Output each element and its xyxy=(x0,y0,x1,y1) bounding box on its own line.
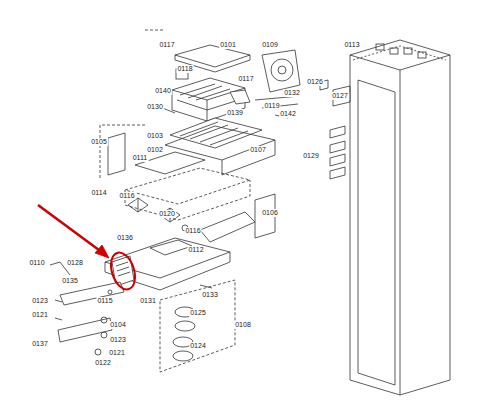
callout-number: 0112 xyxy=(187,246,204,254)
callout-number: 0116 xyxy=(118,192,135,200)
callout-number: 0103 xyxy=(146,132,164,140)
callout-number: 0129 xyxy=(302,152,320,160)
callout-number: 0125 xyxy=(189,309,207,317)
trim-strip xyxy=(58,318,112,342)
callout-number: 0119 xyxy=(263,102,280,110)
callout-number: 0142 xyxy=(279,110,297,118)
callout-number: 0108 xyxy=(234,321,252,329)
callout-number: 0118 xyxy=(176,65,193,73)
callout-number: 0133 xyxy=(201,291,219,299)
bracket xyxy=(108,133,125,175)
callout-number: 0128 xyxy=(66,259,84,267)
callout-number: 0130 xyxy=(146,103,164,111)
callout-number: 0115 xyxy=(96,297,113,305)
callout-number: 0139 xyxy=(226,109,244,117)
callout-number: 0126 xyxy=(306,78,324,86)
callout-number: 0123 xyxy=(109,336,127,344)
callout-number: 0127 xyxy=(331,92,349,100)
callout-number: 0107 xyxy=(249,146,267,154)
callout-number: 0114 xyxy=(90,189,107,197)
callout-number: 0124 xyxy=(189,342,207,350)
callout-number: 0116 xyxy=(184,227,201,235)
floor-panel xyxy=(105,238,230,290)
callout-number: 0122 xyxy=(94,359,112,367)
cabinet xyxy=(350,40,450,395)
callout-number: 0110 xyxy=(28,259,45,267)
arrow-head xyxy=(95,245,109,258)
callout-number: 0102 xyxy=(146,146,164,154)
control-panel xyxy=(60,282,124,305)
callout-number: 0132 xyxy=(283,89,301,97)
callout-number: 0106 xyxy=(261,209,279,217)
callout-number: 0123 xyxy=(31,297,49,305)
callout-number: 0136 xyxy=(116,234,134,242)
callout-number: 0131 xyxy=(139,297,157,305)
callout-number: 0120 xyxy=(158,210,176,218)
callout-number: 0121 xyxy=(108,349,126,357)
shelf-parts xyxy=(320,80,350,179)
callout-number: 0140 xyxy=(154,87,172,95)
highlight-ring xyxy=(107,250,140,293)
callout-number: 0135 xyxy=(61,277,79,285)
callout-number: 0113 xyxy=(343,41,360,49)
callout-number: 0117 xyxy=(237,75,254,83)
callout-number: 0104 xyxy=(109,321,127,329)
callout-number: 0117 xyxy=(158,41,175,49)
callout-number: 0137 xyxy=(31,340,49,348)
callout-number: 0105 xyxy=(90,138,108,146)
pointer-arrow xyxy=(38,205,103,253)
callout-number: 0121 xyxy=(31,311,49,319)
callout-number: 0111 xyxy=(132,154,149,162)
callout-number: 0101 xyxy=(219,41,237,49)
callout-number: 0109 xyxy=(261,41,279,49)
fan xyxy=(262,50,300,92)
